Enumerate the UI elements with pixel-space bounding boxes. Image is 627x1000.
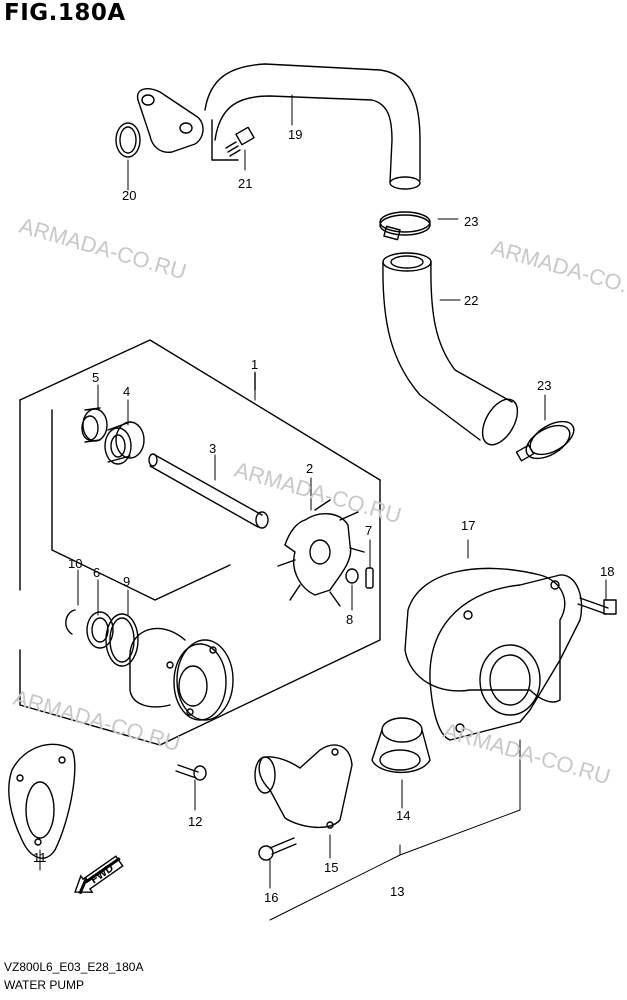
callout-6: 6: [93, 565, 100, 580]
o-ring-20: [115, 122, 141, 158]
callout-23-upper: 23: [464, 214, 478, 229]
callout-numbers: 19 20 21 23 22 23 1 5 4 3 2 7 8 10 6 9 1…: [33, 127, 614, 905]
flange-19: [136, 88, 204, 153]
callout-15: 15: [324, 860, 338, 875]
bolt-21: [225, 126, 255, 157]
shaft-3: [148, 453, 269, 529]
callout-9: 9: [123, 574, 130, 589]
footer-code: VZ800L6_E03_E28_180A: [4, 960, 144, 974]
callout-4: 4: [123, 384, 130, 399]
callout-3: 3: [209, 441, 216, 456]
bolt-16: [258, 837, 297, 861]
callout-5: 5: [92, 370, 99, 385]
washer-8: [345, 568, 359, 584]
bearing-6: [86, 611, 114, 649]
callout-23-lower: 23: [537, 378, 551, 393]
callout-10: 10: [68, 556, 82, 571]
thermostat-14: [371, 717, 431, 774]
callout-7: 7: [365, 523, 372, 538]
callout-22: 22: [464, 293, 478, 308]
clamp-23-lower: [515, 420, 575, 462]
callout-2: 2: [306, 461, 313, 476]
bolt-12: [175, 764, 207, 781]
gasket-17: [404, 567, 566, 703]
footer-name: WATER PUMP: [4, 978, 84, 992]
leader-lines: [39, 94, 607, 921]
callout-13: 13: [390, 884, 404, 899]
callout-16: 16: [264, 890, 278, 905]
callout-8: 8: [346, 612, 353, 627]
pipe-19: [204, 63, 421, 190]
gasket-11: [8, 743, 76, 859]
seal-4: [104, 421, 145, 465]
fwd-arrow: FWD: [74, 855, 124, 895]
callout-17: 17: [461, 518, 475, 533]
callout-18: 18: [600, 564, 614, 579]
impeller-2: [277, 499, 365, 607]
callout-21: 21: [238, 176, 252, 191]
figure-title: FIG.180A: [4, 0, 126, 26]
bearing-5: [81, 407, 108, 443]
callout-12: 12: [188, 814, 202, 829]
pin-7: [365, 567, 374, 589]
callout-20: 20: [122, 188, 136, 203]
watermark-3: ARMADA-CO.RU: [232, 457, 405, 529]
snap-ring-10: [65, 609, 76, 635]
hose-22: [382, 252, 519, 446]
bolt-18: [577, 597, 617, 615]
thermostat-cover-15: [254, 744, 353, 829]
callout-14: 14: [396, 808, 410, 823]
watermark-2: ARMADA-CO.RU: [489, 235, 627, 307]
callout-19: 19: [288, 127, 302, 142]
callout-1: 1: [251, 357, 258, 372]
pump-cover: [429, 574, 583, 741]
watermark-5: ARMADA-CO.RU: [441, 718, 614, 790]
clamp-23-upper: [379, 211, 431, 241]
watermark-1: ARMADA-CO.RU: [17, 213, 190, 285]
kit-bracket-1: [19, 339, 381, 746]
watermark-4: ARMADA-CO.RU: [11, 685, 184, 757]
callout-11: 11: [33, 850, 47, 865]
housing-9: [129, 627, 234, 721]
